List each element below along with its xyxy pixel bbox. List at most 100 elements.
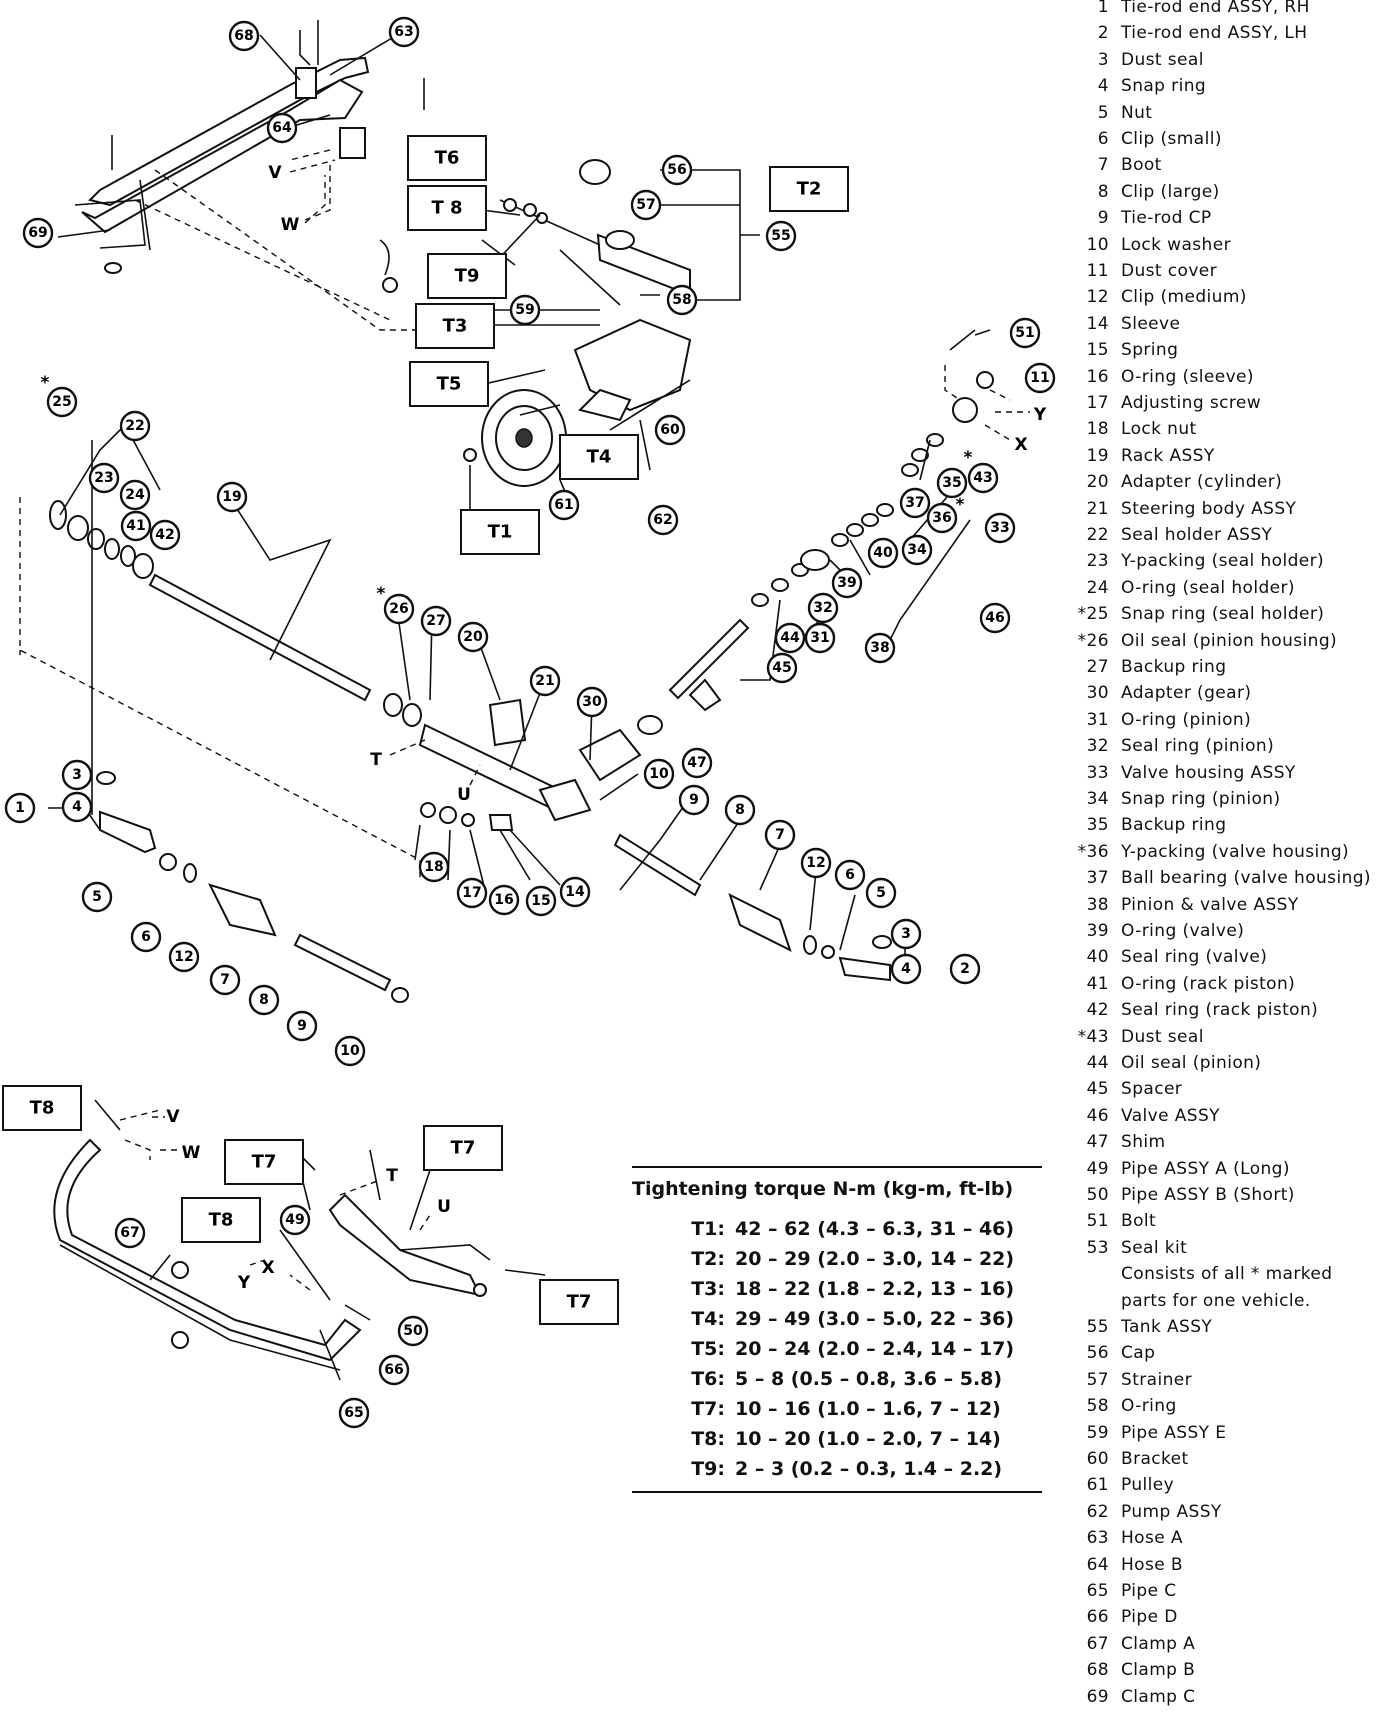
legend-part-number: 41 [1086, 973, 1109, 994]
legend-part-number: 45 [1086, 1079, 1109, 1100]
legend-part-number: 68 [1086, 1660, 1109, 1681]
hose-a-pipe [88, 56, 370, 207]
callout-39: 39 [831, 567, 863, 599]
legend-part-number: 46 [1086, 1105, 1109, 1126]
legend-part-number: 6 [1097, 129, 1109, 149]
legend-part-number: 61 [1086, 1475, 1109, 1496]
torque-box-t7-a: T7 [224, 1139, 304, 1185]
torque-value: 10 – 16 (1.0 – 1.6, 7 – 12) [735, 1398, 1001, 1420]
callout-6: 6 [834, 859, 866, 891]
svg-text:34: 34 [907, 542, 927, 558]
torque-box-t8-left: T8 [2, 1085, 82, 1131]
callout-30: 30 [576, 686, 608, 718]
legend-part-number: 55 [1086, 1317, 1109, 1337]
callout-12-left: 12 [168, 941, 200, 973]
legend-part-number: 53 [1086, 1237, 1109, 1258]
legend-part-name: Clip (large) [1121, 181, 1220, 202]
svg-text:24: 24 [125, 487, 145, 503]
legend-part-name: parts for one vehicle. [1121, 1290, 1311, 1311]
legend-part-name: Hose B [1121, 1554, 1183, 1575]
torque-box-t5: T5 [409, 361, 489, 407]
callout-9-left: 9 [286, 1010, 318, 1042]
svg-text:58: 58 [672, 292, 691, 308]
svg-text:35: 35 [942, 475, 961, 491]
legend-part-number: 4 [1097, 76, 1109, 97]
torque-key: T7: [691, 1398, 725, 1420]
svg-text:43: 43 [973, 470, 992, 486]
legend-part-number: 50 [1086, 1185, 1109, 1205]
callout-25: 25 [46, 386, 78, 418]
callout-14: 14 [559, 876, 591, 908]
asterisk-26: * [377, 584, 386, 604]
callout-10-left: 10 [334, 1035, 366, 1067]
svg-text:21: 21 [535, 673, 554, 689]
tie-rod-end-left [99, 810, 157, 854]
svg-text:68: 68 [234, 28, 253, 44]
legend-part-name: Adapter (cylinder) [1121, 472, 1283, 493]
legend-part-number: *25 [1077, 604, 1109, 625]
svg-text:64: 64 [272, 120, 292, 136]
callout-27: 27 [420, 605, 452, 637]
direction-u-mid: U [457, 785, 471, 805]
svg-text:18: 18 [424, 859, 443, 875]
torque-key: T5: [691, 1338, 725, 1360]
legend-part-name: O-ring (rack piston) [1121, 973, 1296, 994]
svg-text:22: 22 [125, 418, 144, 434]
legend-part-number: 20 [1086, 472, 1109, 493]
torque-box-t8-bottom: T8 [181, 1197, 261, 1243]
legend-part-number: 56 [1086, 1343, 1109, 1364]
callout-17: 17 [456, 877, 488, 909]
svg-text:62: 62 [653, 512, 672, 528]
direction-y-top: Y [1033, 405, 1047, 425]
svg-text:49: 49 [285, 1212, 304, 1228]
callout-7: 7 [764, 819, 796, 851]
legend-part-number: 8 [1097, 181, 1109, 202]
legend-part-name: Y-packing (seal holder) [1121, 551, 1325, 572]
svg-text:3: 3 [72, 767, 82, 783]
direction-arrows [152, 159, 1030, 1266]
callout-56: 56 [661, 154, 693, 186]
svg-text:31: 31 [810, 630, 829, 646]
pinion-shaft [668, 618, 750, 700]
legend-part-name: Ball bearing (valve housing) [1121, 868, 1371, 889]
svg-text:T8: T8 [30, 1098, 55, 1119]
torque-table-title: Tightening torque N-m (kg-m, ft-lb) [632, 1178, 1014, 1200]
legend-part-number: 12 [1086, 287, 1109, 308]
svg-text:10: 10 [649, 766, 669, 782]
legend-part-number: 66 [1086, 1607, 1109, 1628]
legend-part-number: 27 [1086, 657, 1109, 677]
callout-58: 58 [666, 284, 698, 316]
svg-text:55: 55 [771, 228, 790, 244]
legend-part-name: Steering body ASSY [1121, 498, 1297, 519]
svg-text:16: 16 [494, 892, 513, 908]
legend-part-name: Clamp B [1121, 1660, 1196, 1681]
svg-text:7: 7 [775, 827, 785, 843]
legend-part-name: Oil seal (pinion housing) [1121, 630, 1338, 651]
svg-text:45: 45 [772, 660, 791, 676]
callout-8-left: 8 [248, 984, 280, 1016]
direction-x-top: X [1014, 435, 1027, 455]
torque-boxes: T6 T 8 T2 T9 T3 T5 T4 T1 T8 T7 T7 T8 T7 [2, 135, 849, 1325]
legend-part-name: Bolt [1121, 1211, 1157, 1232]
steering-body [418, 723, 562, 812]
callout-38: 38 [864, 632, 896, 664]
torque-box-t7-b: T7 [423, 1125, 503, 1171]
legend-part-number: 58 [1086, 1396, 1109, 1417]
legend-part-name: Pinion & valve ASSY [1121, 894, 1299, 915]
legend-part-number: 65 [1086, 1581, 1109, 1601]
callout-42: 42 [149, 519, 181, 551]
pipe-a [328, 1193, 482, 1297]
legend-part-name: Dust seal [1121, 1026, 1204, 1047]
callout-21: 21 [529, 665, 561, 697]
legend-part-number: 51 [1086, 1211, 1109, 1232]
callout-60: 60 [654, 414, 686, 446]
legend-part-number: 57 [1086, 1369, 1109, 1390]
svg-text:12: 12 [174, 949, 193, 965]
legend-part-number: 40 [1086, 947, 1109, 968]
legend-part-name: Snap ring [1121, 76, 1207, 97]
direction-x-bottom: X [261, 1258, 274, 1278]
svg-text:38: 38 [870, 640, 889, 656]
callout-37: 37 [899, 487, 931, 519]
rack-bar [148, 573, 372, 702]
svg-text:T3: T3 [443, 316, 468, 337]
